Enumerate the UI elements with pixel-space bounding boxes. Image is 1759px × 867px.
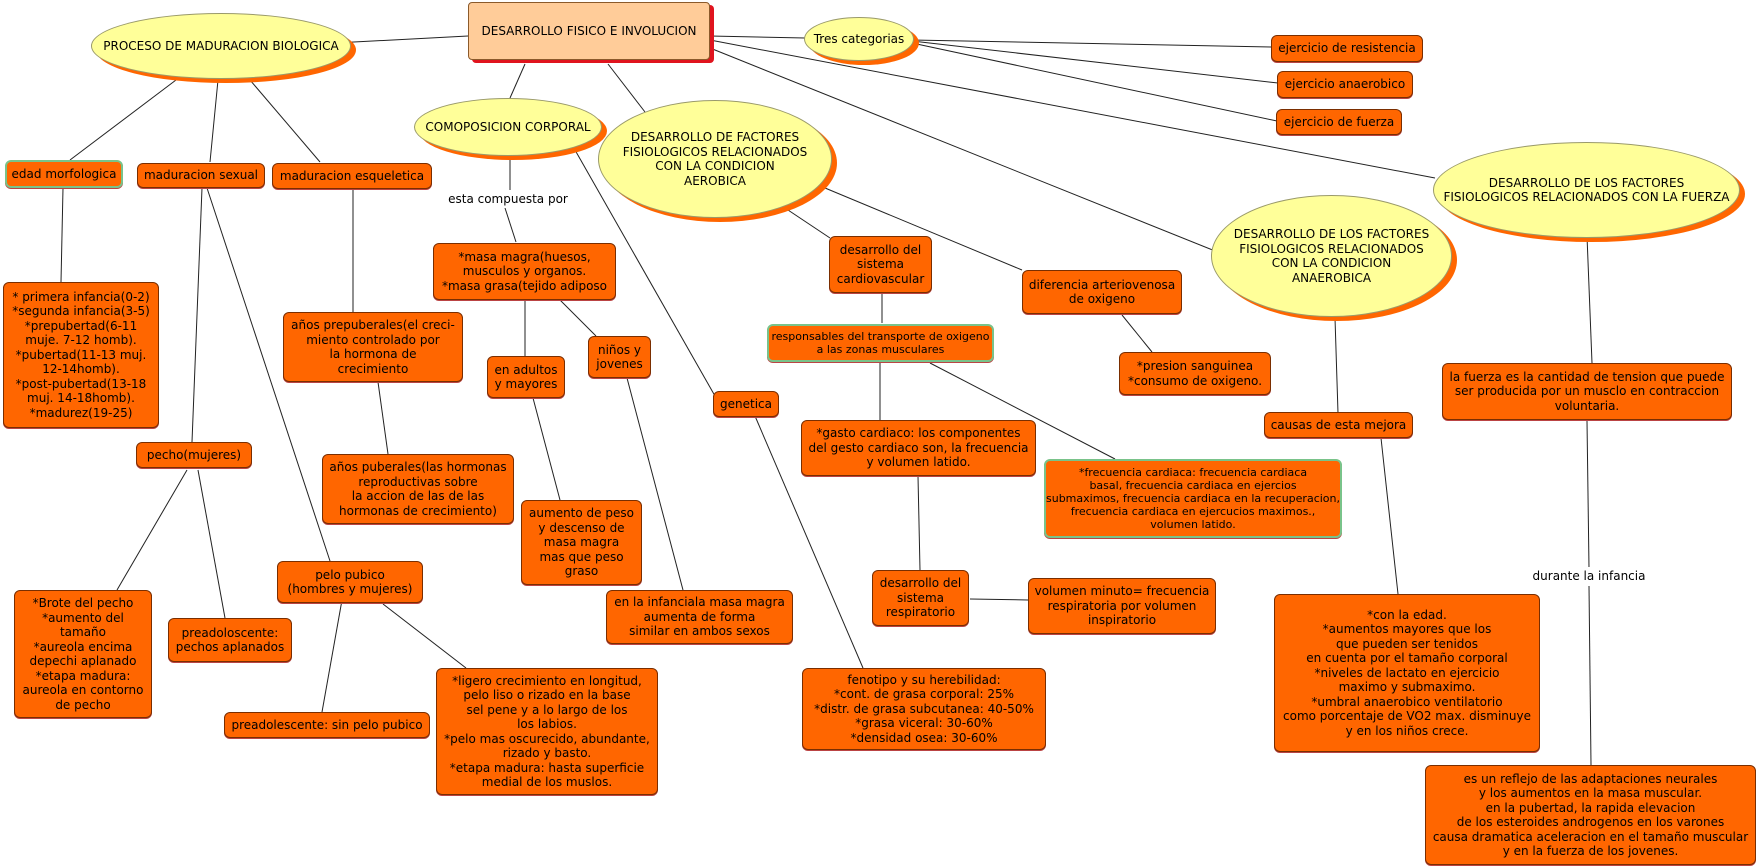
ejercicio-anaerobico-node[interactable]: ejercicio anaerobico [1277,71,1413,98]
volumen-minuto-node[interactable]: volumen minuto= frecuencia respiratoria … [1028,578,1216,634]
presion-node[interactable]: *presion sanguinea *consumo de oxigeno. [1119,352,1271,395]
ninos-node[interactable]: niños y jovenes [588,336,651,378]
ejercicio-fuerza-node[interactable]: ejercicio de fuerza [1276,109,1402,135]
prepuberales-node[interactable]: años prepuberales(el creci- miento contr… [283,312,463,382]
edad-items-node[interactable]: * primera infancia(0-2) *segunda infanci… [3,282,159,428]
masa-node[interactable]: *masa magra(huesos, musculos y organos. … [433,243,616,300]
puberales-node[interactable]: años puberales(las hormonas reproductiva… [322,454,514,524]
tres-categorias-node[interactable]: Tres categorias [804,17,914,61]
gasto-cardiaco-node[interactable]: *gasto cardiaco: los componentes del ges… [801,420,1036,476]
factores-fuerza-node[interactable]: DESARROLLO DE LOS FACTORES FISIOLOGICOS … [1433,142,1740,238]
edad-morfologica-node[interactable]: edad morfologica [5,160,123,188]
frecuencia-cardiaca-node[interactable]: *frecuencia cardiaca: frecuencia cardiac… [1044,459,1342,538]
pelo-pubico-node[interactable]: pelo pubico (hombres y mujeres) [277,561,423,603]
root-node[interactable]: DESARROLLO FISICO E INVOLUCION [468,2,710,60]
reflejo-adaptaciones-node[interactable]: es un reflejo de las adaptaciones neural… [1425,765,1756,865]
maduracion-esqueletica-node[interactable]: maduracion esqueletica [272,163,432,189]
fenotipo-node[interactable]: fenotipo y su herebilidad: *cont. de gra… [802,668,1046,750]
diferencia-arteriovenosa-node[interactable]: diferencia arteriovenosa de oxigeno [1022,270,1182,314]
responsables-node[interactable]: responsables del transporte de oxigeno a… [767,324,994,362]
pelo-items-node[interactable]: *ligero crecimiento en longitud, pelo li… [436,668,658,795]
pecho-node[interactable]: pecho(mujeres) [136,442,252,468]
maduracion-biologica-node[interactable]: PROCESO DE MADURACION BIOLOGICA [91,13,351,79]
fuerza-definicion-node[interactable]: la fuerza es la cantidad de tension que … [1442,363,1732,420]
maduracion-sexual-node[interactable]: maduracion sexual [137,163,265,188]
preadoloscente-pechos-node[interactable]: preadoloscente: pechos aplanados [168,618,292,662]
genetica-node[interactable]: genetica [713,391,779,417]
condicion-anaerobica-node[interactable]: DESARROLLO DE LOS FACTORES FISIOLOGICOS … [1211,195,1452,317]
cardiovascular-node[interactable]: desarrollo del sistema cardiovascular [829,236,932,293]
aumento-peso-node[interactable]: aumento de peso y descenso de masa magra… [521,500,642,585]
condicion-aerobica-node[interactable]: DESARROLLO DE FACTORES FISIOLOGICOS RELA… [598,100,832,218]
causas-items-node[interactable]: *con la edad. *aumentos mayores que los … [1274,594,1540,752]
composicion-corporal-node[interactable]: COMOPOSICION CORPORAL [414,98,602,156]
durante-infancia-label: durante la infancia [1528,567,1650,585]
adultos-node[interactable]: en adultos y mayores [487,356,565,398]
pecho-items-node[interactable]: *Brote del pecho *aumento del tamaño *au… [14,590,152,718]
preadolescente-pelo-node[interactable]: preadolescente: sin pelo pubico [224,712,430,738]
ejercicio-resistencia-node[interactable]: ejercicio de resistencia [1271,35,1423,62]
infancia-masa-node[interactable]: en la infanciala masa magra aumenta de f… [606,590,793,644]
compuesta-por-label: esta compuesta por [445,190,571,208]
causas-mejora-node[interactable]: causas de esta mejora [1264,412,1413,438]
respiratorio-node[interactable]: desarrollo del sistema respiratorio [872,570,969,626]
